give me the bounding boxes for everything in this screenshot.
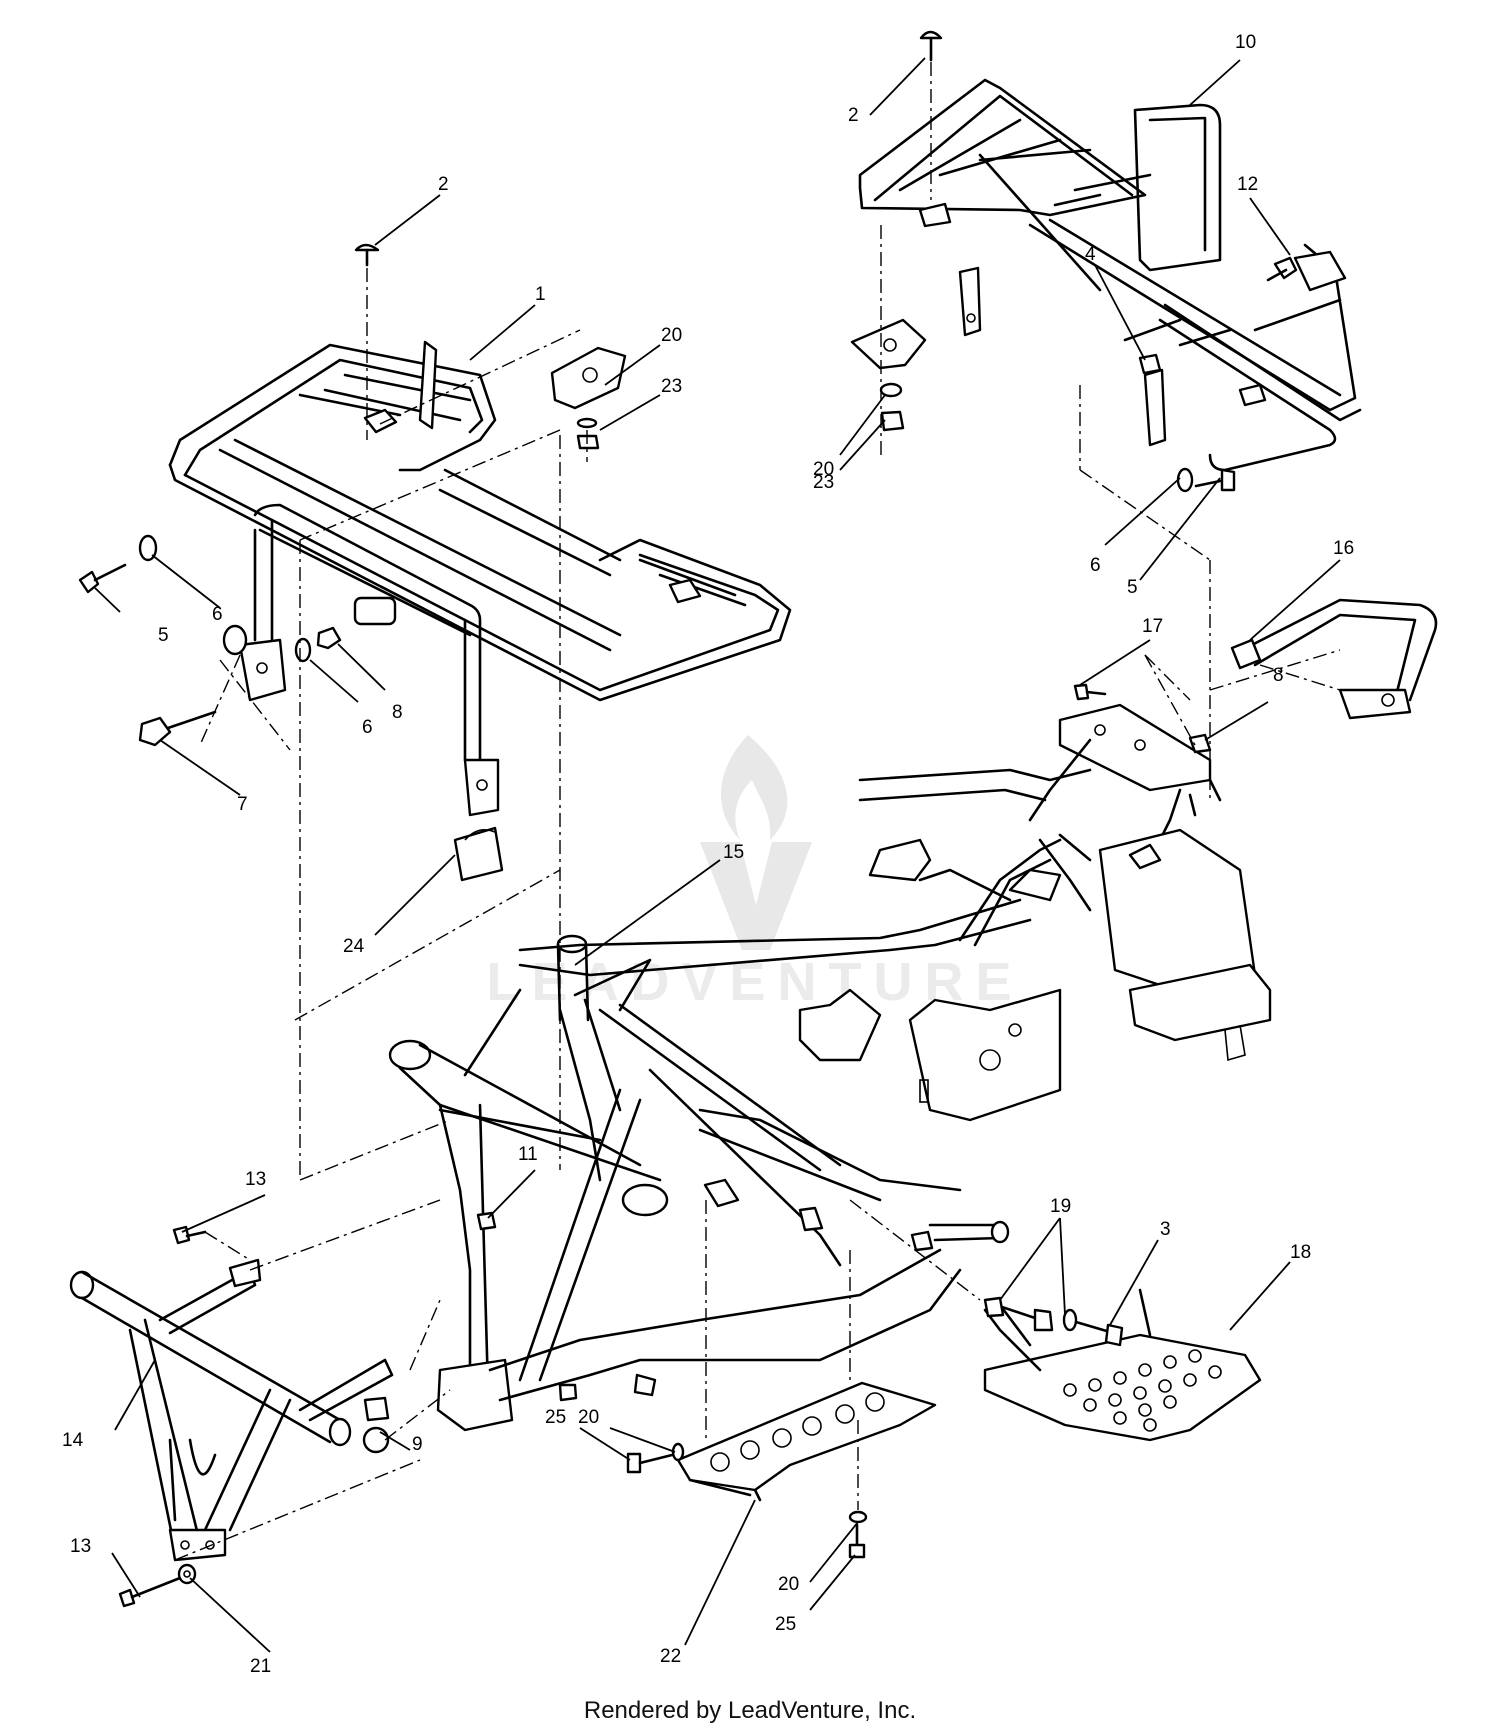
footrest-holes — [1063, 1349, 1222, 1432]
callout-22: 22 — [660, 1646, 681, 1667]
assembly-center-lines — [174, 62, 1341, 1561]
callout-6-front-lower: 6 — [362, 717, 373, 738]
callout-25-skid-bottom: 25 — [775, 1614, 796, 1635]
rear-rack-hardware — [850, 30, 1298, 493]
callout-18: 18 — [1290, 1242, 1311, 1263]
leader-lines — [94, 57, 1341, 1653]
callout-8-front: 8 — [392, 702, 403, 723]
callout-labels: 1 2 2 3 4 5 5 6 6 6 7 8 8 9 10 11 12 13 … — [62, 32, 1354, 1677]
callout-13-top: 13 — [245, 1169, 266, 1190]
callout-21: 21 — [250, 1656, 271, 1677]
callout-14: 14 — [62, 1430, 84, 1451]
callout-23-front: 23 — [661, 376, 682, 397]
front-bumper — [69, 1211, 497, 1608]
callout-24: 24 — [343, 936, 365, 957]
callout-7: 7 — [237, 794, 248, 815]
callout-5-front: 5 — [158, 625, 169, 646]
footrest — [983, 1288, 1262, 1442]
callout-5-rear: 5 — [1127, 577, 1138, 598]
callout-13-bottom: 13 — [70, 1536, 91, 1557]
footer-credit: Rendered by LeadVenture, Inc. — [583, 1697, 917, 1724]
callout-12: 12 — [1237, 174, 1258, 195]
main-frame — [388, 703, 1272, 1432]
callout-1: 1 — [535, 284, 546, 305]
rear-rack — [858, 78, 1362, 472]
callout-4: 4 — [1085, 244, 1096, 265]
callout-23-rear: 23 — [813, 472, 834, 493]
callout-17: 17 — [1142, 616, 1163, 637]
front-rack-hardware — [78, 243, 627, 882]
callout-2-rear: 2 — [848, 105, 859, 126]
callout-20-rear: 20 — [813, 459, 834, 480]
callout-19: 19 — [1050, 1196, 1071, 1217]
callout-11: 11 — [518, 1144, 538, 1165]
callout-20-skid-left: 20 — [578, 1407, 599, 1428]
front-rack — [168, 340, 792, 817]
callout-6-rear: 6 — [1090, 555, 1101, 576]
leadventure-watermark: LEADVENTURE — [486, 735, 1012, 1012]
callout-3: 3 — [1160, 1219, 1171, 1240]
callout-20-front: 20 — [661, 325, 682, 346]
callout-15: 15 — [723, 842, 744, 863]
callout-9: 9 — [412, 1434, 423, 1455]
callout-6-front-top: 6 — [212, 604, 223, 625]
callout-20-skid-bottom: 20 — [778, 1574, 799, 1595]
callout-25-skid-left: 25 — [545, 1407, 566, 1428]
callout-2-front: 2 — [438, 174, 449, 195]
callout-10: 10 — [1235, 32, 1256, 53]
callout-16: 16 — [1333, 538, 1354, 559]
skid-plate — [626, 1373, 937, 1559]
callout-8-rear: 8 — [1273, 665, 1284, 686]
